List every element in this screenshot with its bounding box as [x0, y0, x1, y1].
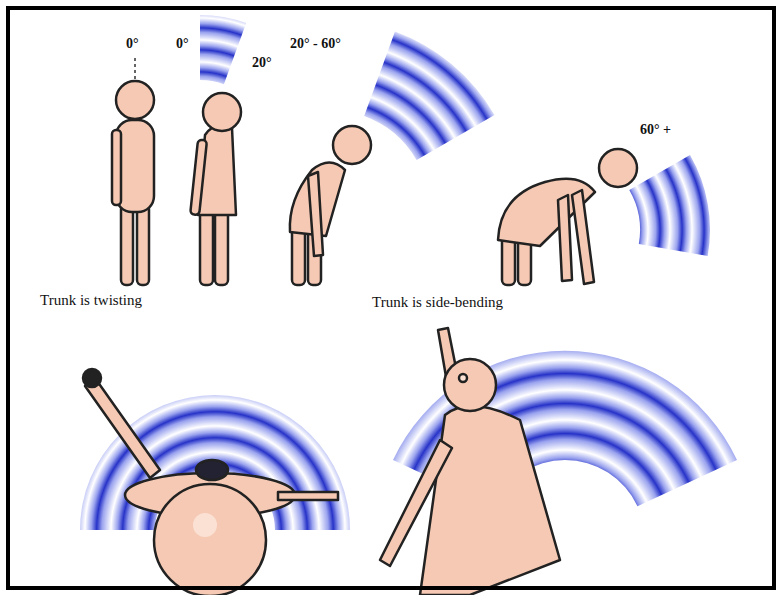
- posture-caption: Trunk is twisting: [40, 292, 142, 309]
- posture-caption: Trunk is side-bending: [372, 294, 503, 311]
- angle-label: 20°: [252, 55, 272, 70]
- angle-label: 60° +: [640, 122, 671, 137]
- angle-label: 0°: [126, 36, 139, 51]
- angle-label: 0°: [176, 36, 189, 51]
- angle-label: 20° - 60°: [290, 36, 341, 51]
